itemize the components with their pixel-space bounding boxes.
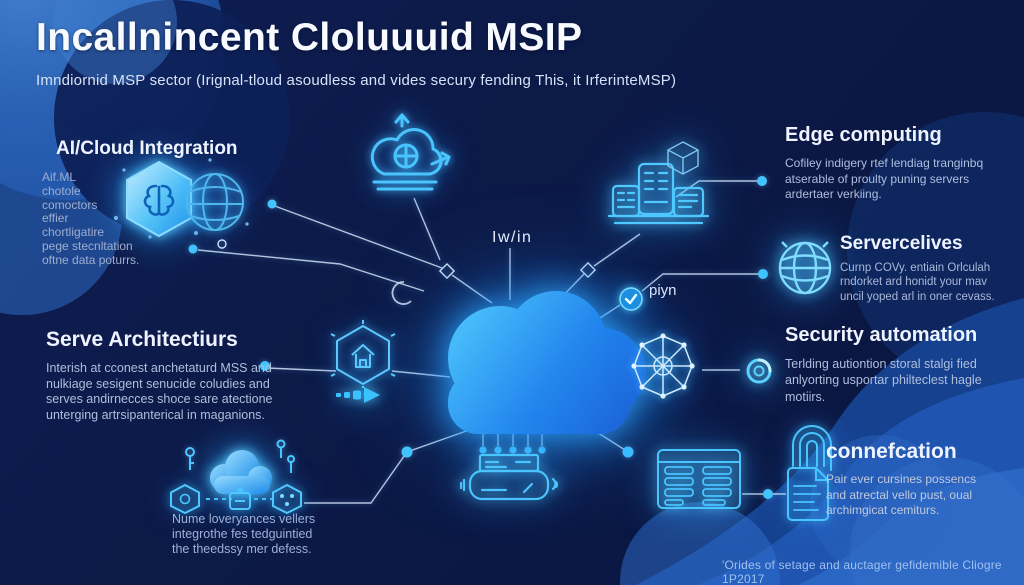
check-circle-icon: [619, 287, 643, 311]
cloud-upload-icon: [370, 113, 451, 191]
section-serve-architectiurs: Serve Architectiurs Interish at cconest …: [46, 328, 356, 423]
table-panel-icon: [657, 449, 741, 509]
page-title: Incallnincent Cloluuuid MSIP: [36, 16, 583, 59]
section-title: Servercelives: [840, 233, 963, 254]
section-body: Nume loveryances vellers integrothe fes …: [172, 512, 316, 556]
section-title: connefcation: [826, 440, 957, 463]
section-body: Cofiley indigery rtef lendiag tranginbq …: [785, 156, 984, 202]
piyn-node-label: piyn: [649, 282, 677, 299]
section-edge-computing: Edge computing Cofiley indigery rtef len…: [785, 124, 1021, 203]
bright-globe-icon: [778, 241, 832, 295]
section-title: Security automation: [785, 324, 978, 346]
central-cloud-icon: [448, 291, 646, 434]
section-body: Aif.ML chotole comoctors effier chortlig…: [42, 170, 140, 267]
footer-caption: 'Orides of setage and auctager gefidemib…: [722, 558, 1002, 585]
security-swirl-icon: [746, 358, 772, 384]
mini-cloud-icon: [210, 450, 272, 494]
section-title: Edge computing: [785, 124, 942, 146]
arrow-dots-icon: [336, 387, 380, 403]
section-body: Curnp COVy. entiain Orlculah rndorket ar…: [840, 262, 995, 303]
hexagon-node-left-icon: [170, 483, 200, 515]
section-integration-note: Nume loveryances vellers integrothe fes …: [172, 512, 392, 557]
server-stack-icon: [607, 141, 710, 225]
section-servercelives: Servercelives Curnp COVy. entiain Orlcul…: [840, 233, 1024, 304]
touch-document-icon: [787, 425, 832, 521]
printer-device-icon: [460, 453, 558, 501]
section-body: Terlding autiontion storal stalgi fied a…: [785, 357, 982, 404]
section-ai-cloud-integration: AI/Cloud Integration Aif.ML chotole como…: [42, 138, 242, 268]
section-body: Interish at cconest anchetaturd MSS and …: [46, 361, 273, 422]
hexagon-home-icon: [330, 320, 396, 388]
section-security-automation: Security automation Terlding autiontion …: [785, 324, 1024, 405]
section-title: AI/Cloud Integration: [56, 138, 238, 159]
hexagon-node-right-icon: [272, 483, 302, 515]
section-connefcation: connefcation Pair ever cursines possencs…: [826, 440, 1024, 519]
mesh-network-icon: [631, 333, 695, 399]
section-body: Pair ever cursines possencs and atrectal…: [826, 472, 977, 518]
globe-wireframe-icon: [186, 173, 244, 231]
key-icons: [185, 439, 295, 500]
cloud-label: Iw/in: [492, 229, 533, 246]
header: Incallnincent Cloluuuid MSIP Imndiornid …: [36, 16, 796, 89]
section-title: Serve Architectiurs: [46, 328, 238, 351]
page-subtitle: Imndiornid MSP sector (Irignal-tloud aso…: [36, 72, 677, 89]
mini-box-icon: [229, 488, 251, 510]
ai-chip-hexagon-icon: [126, 160, 192, 238]
